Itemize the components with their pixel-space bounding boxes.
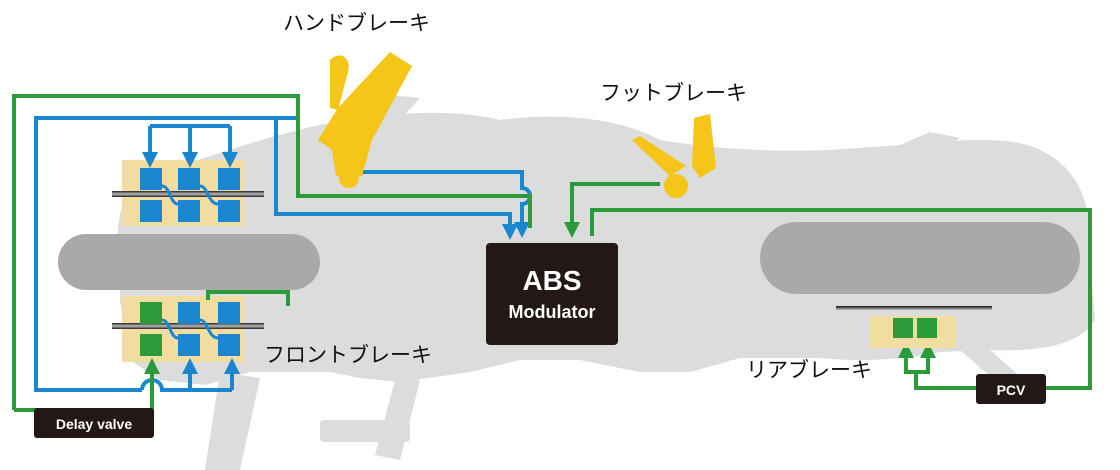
- rear-disc: [836, 306, 992, 311]
- pcv-label: PCV: [997, 382, 1026, 398]
- abs-title: ABS: [522, 265, 581, 296]
- foot-brake-pedal: [632, 114, 716, 198]
- foot-brake-label: フットブレーキ: [600, 81, 747, 105]
- hand-brake-label: ハンドブレーキ: [283, 11, 430, 35]
- rear-piston-right: [917, 318, 937, 338]
- green-brake-lines: [12, 94, 1092, 412]
- front-caliper-green-pistons: [140, 302, 162, 356]
- delay-valve-label: Delay valve: [56, 416, 132, 432]
- hand-brake-lever: [318, 52, 412, 188]
- rear-brake-label: リアブレーキ: [746, 358, 872, 382]
- delay-valve-box: [34, 408, 154, 438]
- front-disc-upper: [112, 191, 264, 197]
- abs-subtitle: Modulator: [509, 302, 596, 322]
- front-disc-lower: [112, 323, 264, 329]
- rear-piston-left: [893, 318, 913, 338]
- front-tire: [58, 234, 320, 290]
- front-brake-label: フロントブレーキ: [264, 343, 432, 367]
- front-caliper-bridges: [161, 184, 219, 340]
- front-caliper-pistons: [140, 168, 240, 356]
- rear-tire: [760, 222, 1080, 294]
- pcv-box: [976, 374, 1046, 404]
- abs-modulator-box: [486, 243, 618, 345]
